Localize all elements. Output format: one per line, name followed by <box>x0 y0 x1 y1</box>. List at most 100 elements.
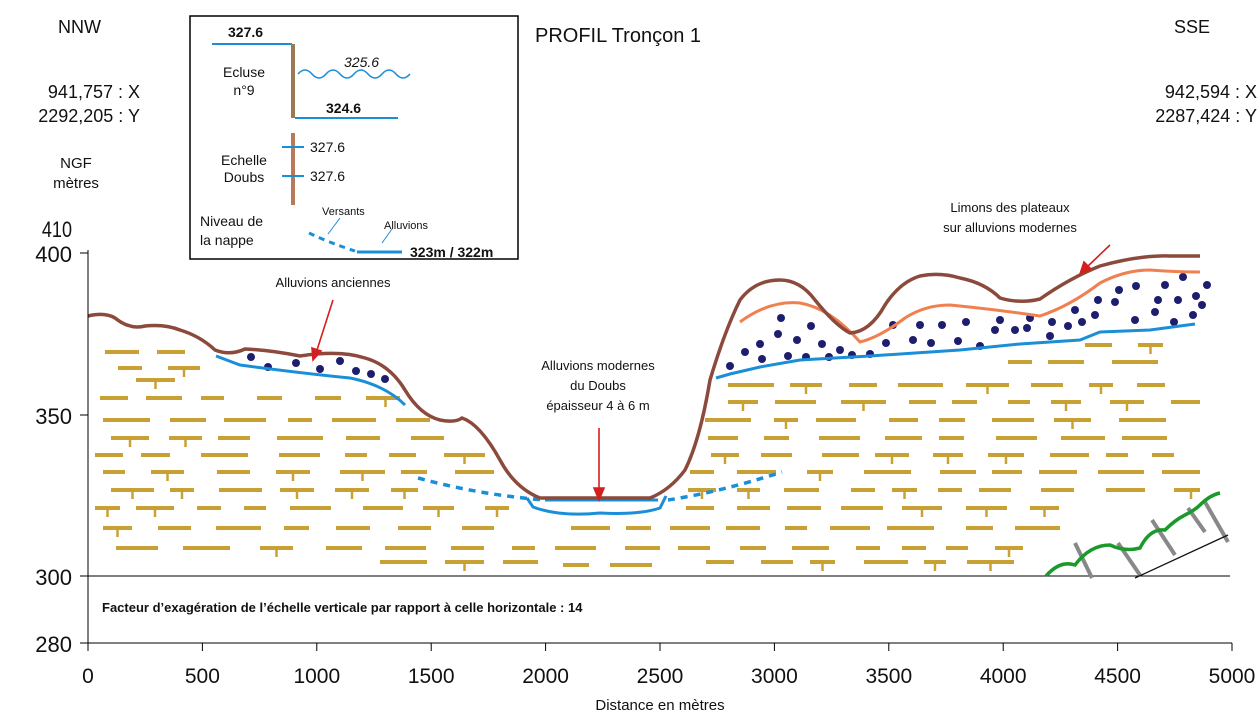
label-old-alluvium: Alluvions anciennes <box>276 275 391 290</box>
label-silt-1: Limons des plateaux <box>950 200 1070 215</box>
coord-right-x: 942,594 : X <box>1165 82 1257 102</box>
y-tick-280: 280 <box>35 632 72 657</box>
gravel-dot <box>793 336 801 344</box>
legend-box: 327.6 325.6 Ecluse n°9 324.6 Echelle Dou… <box>189 15 519 260</box>
legend-lock-downstream: 324.6 <box>326 100 361 116</box>
gravel-dot <box>954 337 962 345</box>
water-table-versants-left <box>417 476 546 502</box>
y-tick-400: 400 <box>35 242 72 267</box>
gravel-dot <box>1078 318 1086 326</box>
x-tick-label: 4000 <box>980 665 1027 688</box>
legend-water-table-values: 323m / 322m <box>410 244 493 260</box>
gravel-dot <box>1179 273 1187 281</box>
legend-gauge-value-2: 327.6 <box>310 168 345 184</box>
legend-slopes: Versants <box>322 206 365 218</box>
label-modern-alluvium-2: du Doubs <box>570 378 626 393</box>
gravel-dot <box>1174 296 1182 304</box>
gravel-dot <box>336 357 344 365</box>
annotation-arrows <box>311 244 1111 503</box>
gravel-dot <box>777 314 785 322</box>
x-tick-label: 3000 <box>751 665 798 688</box>
gravel-dot <box>1091 311 1099 319</box>
gravel-dot <box>352 367 360 375</box>
gravel-dot <box>909 336 917 344</box>
footnote: Facteur d’exagération de l’échelle verti… <box>102 600 583 615</box>
bedrock-pattern <box>95 343 1200 571</box>
gravel-dot <box>1161 281 1169 289</box>
x-tick-label: 1500 <box>408 665 455 688</box>
gravel-dot <box>1071 306 1079 314</box>
gravel-dot <box>756 340 764 348</box>
gravel-dot <box>1023 324 1031 332</box>
gravel-dot <box>292 359 300 367</box>
legend-lock-label-2: n°9 <box>233 82 254 98</box>
label-modern-alluvium-1: Alluvions modernes <box>541 358 655 373</box>
gravel-dot <box>1154 296 1162 304</box>
y-tick-300: 300 <box>35 565 72 590</box>
gravel-dot <box>784 352 792 360</box>
legend-water-table-1: Niveau de <box>200 213 263 229</box>
gravel-dot <box>316 365 324 373</box>
gravel-dot <box>1170 318 1178 326</box>
gravel-dot <box>882 339 890 347</box>
gravel-dot <box>758 355 766 363</box>
coord-right-y: 2287,424 : Y <box>1155 106 1257 126</box>
gravel-dot <box>807 322 815 330</box>
label-silt-2: sur alluvions modernes <box>943 220 1077 235</box>
legend-gauge-label-1: Echelle <box>221 152 267 168</box>
gravel-dot <box>836 346 844 354</box>
legend-gauge-label-2: Doubs <box>224 169 264 185</box>
gravel-dot <box>1111 298 1119 306</box>
gravel-dot <box>1046 332 1054 340</box>
gravel-dot <box>1189 311 1197 319</box>
gravel-dot <box>991 326 999 334</box>
coord-left-x: 941,757 : X <box>48 82 140 102</box>
gravel-dot <box>247 353 255 361</box>
legend-water-table-2: la nappe <box>200 232 254 248</box>
x-tick-label: 0 <box>82 665 94 688</box>
x-tick-label: 3500 <box>865 665 912 688</box>
x-tick-label: 4500 <box>1094 665 1141 688</box>
gravel-dot <box>938 321 946 329</box>
water-table-right <box>715 322 1196 380</box>
y-tick-410: 410 <box>42 218 72 242</box>
water-table-versants-right <box>667 470 783 502</box>
terrain-surface <box>87 254 1200 500</box>
legend-lock-upstream: 327.6 <box>228 24 263 40</box>
gravel-dot <box>726 362 734 370</box>
gravel-dot <box>1198 301 1206 309</box>
y-tick-350: 350 <box>35 404 72 429</box>
x-tick-label: 2000 <box>522 665 569 688</box>
fault-zone <box>1044 491 1230 579</box>
direction-right: SSE <box>1174 17 1210 37</box>
gravel-dot <box>962 318 970 326</box>
x-tick-label: 1000 <box>293 665 340 688</box>
x-tick-label: 5000 <box>1209 665 1256 688</box>
gravel-dot <box>1151 308 1159 316</box>
y-axis-label-ngf: NGF <box>60 155 92 172</box>
x-axis-label: Distance en mètres <box>595 697 724 714</box>
gravel-dot <box>916 321 924 329</box>
label-modern-alluvium-3: épaisseur 4 à 6 m <box>546 398 649 413</box>
gravel-dot <box>996 316 1004 324</box>
gravel-dot <box>818 340 826 348</box>
y-axis-label-metres: mètres <box>53 175 99 192</box>
gravel-dot <box>1203 281 1211 289</box>
gravel-dot <box>1064 322 1072 330</box>
legend-lock-water: 325.6 <box>344 54 379 70</box>
page-title: PROFIL Tronçon 1 <box>535 25 701 47</box>
water-table-left <box>215 354 407 407</box>
gravel-dot <box>1131 316 1139 324</box>
gravel-dot <box>1048 318 1056 326</box>
river-doubs <box>525 495 668 516</box>
direction-left: NNW <box>58 17 101 37</box>
gravel-dot <box>1094 296 1102 304</box>
gravel-dot <box>1011 326 1019 334</box>
legend-lock-label-1: Ecluse <box>223 64 265 80</box>
gravel-dot <box>1192 292 1200 300</box>
gravel-dot <box>927 339 935 347</box>
legend-alluvium: Alluvions <box>384 220 429 232</box>
y-axis: 410 400 350 300 280 <box>35 218 89 657</box>
